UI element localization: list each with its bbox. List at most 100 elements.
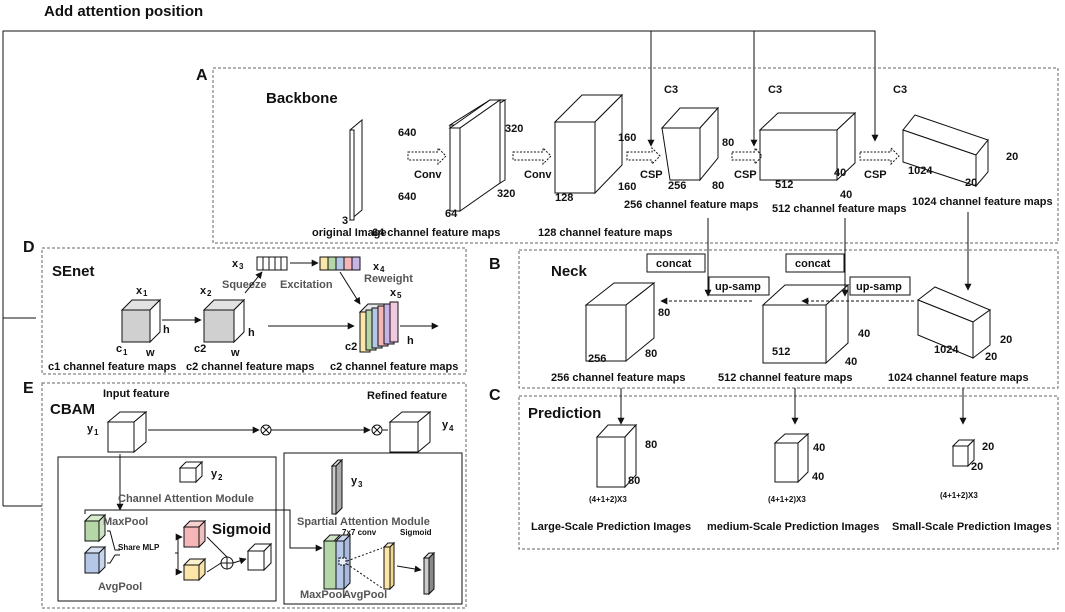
f256-h: 80 — [722, 137, 734, 149]
cbam-input-label: Input feature — [103, 388, 170, 400]
cbam-y4-sub: 4 — [449, 424, 454, 433]
avgpool2-label: AvgPool — [343, 589, 387, 601]
n256-c: 256 — [588, 353, 606, 365]
maxpool-label: MaxPool — [103, 516, 148, 528]
block-128 — [553, 93, 624, 195]
block-512 — [758, 111, 857, 182]
senet-title: SEnet — [52, 263, 95, 280]
f64-c: 64 — [445, 208, 458, 220]
img-h: 640 — [398, 127, 416, 139]
n1024-label: 1024 channel feature maps — [888, 372, 1029, 384]
f128-c: 128 — [555, 192, 573, 204]
f1024-label: 1024 channel feature maps — [912, 196, 1053, 208]
csp1-label: CSP — [640, 169, 663, 181]
pred-small-h: 20 — [982, 441, 994, 453]
n256-h: 80 — [658, 307, 670, 319]
upsamp-box-1 — [708, 276, 770, 296]
conv1-label: Conv — [414, 169, 442, 181]
se-x2-sub: 2 — [207, 289, 212, 298]
multiply-icon — [260, 424, 383, 436]
f1024-h: 20 — [1006, 151, 1018, 163]
se-c3: c2 — [345, 341, 357, 353]
se-c1-sub: 1 — [123, 348, 128, 357]
n256-w: 80 — [645, 348, 657, 360]
pred-large-h: 80 — [645, 439, 657, 451]
se-h1: h — [163, 324, 170, 336]
c3-label-3: C3 — [893, 84, 907, 96]
conv2-label: Conv — [524, 169, 552, 181]
se-excitation: Excitation — [280, 279, 333, 291]
f128-label: 128 channel feature maps — [538, 227, 673, 239]
csp2-label: CSP — [734, 169, 757, 181]
upsamp-label-1: up-samp — [715, 281, 761, 293]
se-label-2: c2 channel feature maps — [186, 361, 314, 373]
cbam-main-arrows — [116, 426, 388, 511]
se-label-1: c1 channel feature maps — [48, 361, 176, 373]
n256-label: 256 channel feature maps — [551, 372, 686, 384]
backbone-section: A Backbone 640 640 3 original Image 320 … — [196, 67, 1059, 244]
senet-arrows — [162, 259, 439, 330]
n512-c: 512 — [772, 346, 790, 358]
pred-small-w: 20 — [971, 461, 983, 473]
section-label-b: B — [489, 256, 501, 273]
neck-block-512 — [761, 283, 850, 365]
se-c2: c2 — [194, 343, 206, 355]
backbone-title: Backbone — [266, 90, 338, 107]
neck-block-1024 — [916, 286, 992, 360]
pred-medium-formula: (4+1+2)X3 — [768, 495, 806, 504]
f64-w: 320 — [497, 188, 515, 200]
sigmoid-red-cube — [182, 519, 207, 549]
cbam-refined-cube — [388, 410, 432, 454]
f128-h: 160 — [618, 132, 636, 144]
f64-h: 320 — [505, 123, 523, 135]
attention-position-lines — [2, 30, 879, 507]
concat-box-2 — [785, 253, 845, 273]
cbam-cube-y2 — [178, 460, 204, 484]
neck-title: Neck — [551, 263, 588, 280]
block-1024 — [902, 114, 989, 188]
cbam-section: E CBAM Input feature Refined feature y 1… — [23, 380, 467, 609]
page-title: Add attention position — [44, 3, 203, 20]
f1024-c: 1024 — [908, 165, 933, 177]
se-reweight: Reweight — [364, 273, 413, 285]
sigmoid-yellow-cube — [182, 557, 207, 582]
neck-section: B Neck concat concat up-samp up-samp 80 … — [489, 212, 1059, 389]
se-squeeze: Squeeze — [222, 279, 267, 291]
pred-block-small — [951, 438, 976, 468]
cbam-refined-label: Refined feature — [367, 390, 447, 402]
f256-c: 256 — [668, 180, 686, 192]
cam-label: Channel Attention Module — [118, 493, 254, 505]
cbam-y4: y — [442, 419, 449, 431]
img-label: original Image — [312, 227, 387, 239]
concat-box-1 — [646, 253, 706, 273]
pred-large-label: Large-Scale Prediction Images — [531, 521, 691, 533]
se-w2: w — [230, 347, 240, 359]
n1024-h: 20 — [1000, 334, 1012, 346]
cbam-y2: y — [211, 468, 218, 480]
sigmoid-label: Sigmoid — [212, 521, 271, 538]
block-256 — [660, 106, 720, 182]
se-w1: w — [145, 347, 155, 359]
se-x4: x — [373, 261, 380, 273]
cbam-input-cube — [106, 410, 148, 454]
pred-medium-h: 40 — [813, 442, 825, 454]
n512-label: 512 channel feature maps — [718, 372, 853, 384]
plus-icon — [220, 556, 234, 570]
backbone-flow-arrows — [407, 146, 900, 166]
cbam-y1: y — [87, 423, 94, 435]
cbam-title: CBAM — [50, 401, 95, 418]
pred-large-formula: (4+1+2)X3 — [589, 495, 627, 504]
section-label-e: E — [23, 380, 34, 397]
pred-block-large — [595, 423, 638, 489]
img-c: 3 — [342, 215, 348, 227]
se-x5: x — [390, 287, 397, 299]
c3-label-1: C3 — [664, 84, 678, 96]
se-c1: c — [116, 343, 122, 355]
sigmoid2-label: Sigmoid — [400, 528, 432, 537]
block-64 — [448, 99, 502, 212]
cbam-y2-sub: 2 — [218, 473, 223, 482]
maxpool-cube — [83, 513, 107, 543]
f128-w: 160 — [618, 181, 636, 193]
prediction-section: C Prediction 80 80 (4+1+2)X3 Large-Scale… — [489, 387, 1059, 550]
